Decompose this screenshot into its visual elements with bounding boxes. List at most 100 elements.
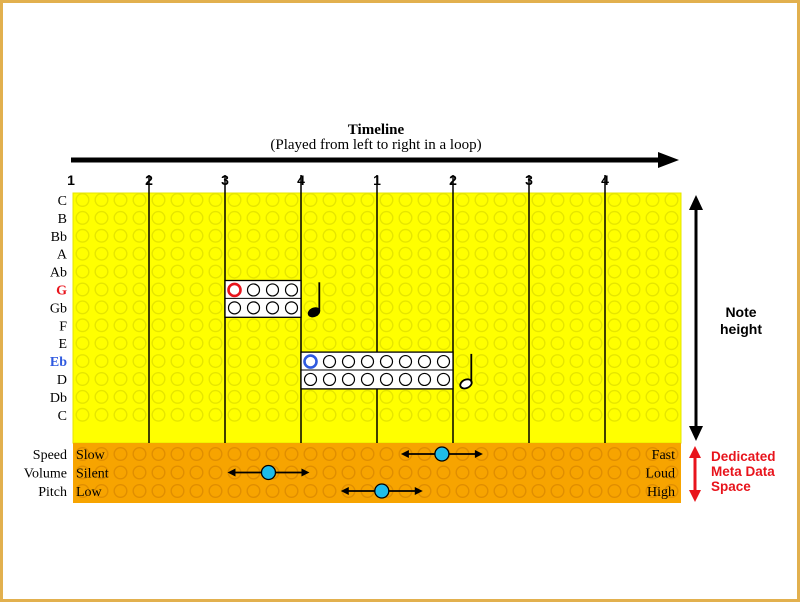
meta-slider[interactable] — [340, 483, 423, 499]
grid-stud — [113, 354, 128, 369]
note-stud — [322, 354, 337, 369]
grid-stud — [151, 192, 166, 207]
grid-stud — [132, 318, 147, 333]
note-name: G — [56, 284, 67, 299]
meta-name: Pitch — [38, 485, 67, 500]
meta-slider[interactable] — [227, 464, 310, 481]
timeline-title: Timeline — [348, 122, 405, 138]
grid-stud — [626, 192, 641, 207]
grid-stud — [94, 300, 109, 315]
slider-knob[interactable] — [434, 446, 450, 462]
grid-stud — [322, 336, 337, 351]
meta-stud — [246, 447, 261, 462]
grid-stud — [303, 282, 318, 297]
grid-stud — [645, 300, 660, 315]
meta-stud — [436, 484, 451, 499]
grid-stud — [132, 354, 147, 369]
grid-stud — [246, 336, 261, 351]
grid-stud — [398, 264, 413, 279]
grid-stud — [626, 264, 641, 279]
grid-stud — [588, 372, 603, 387]
grid-stud — [379, 407, 394, 422]
grid-stud — [265, 228, 280, 243]
grid-stud — [607, 192, 622, 207]
meta-stud — [341, 465, 356, 480]
grid-stud — [379, 192, 394, 207]
grid-stud — [645, 282, 660, 297]
grid-stud — [493, 282, 508, 297]
grid-stud — [151, 210, 166, 225]
grid-stud — [284, 210, 299, 225]
grid-stud — [626, 407, 641, 422]
grid-stud — [265, 318, 280, 333]
slider-knob[interactable] — [260, 464, 277, 481]
grid-stud — [303, 336, 318, 351]
grid-stud — [75, 228, 90, 243]
grid-stud — [189, 282, 204, 297]
grid-stud — [170, 282, 185, 297]
note-stud — [265, 283, 280, 297]
grid-stud — [227, 407, 242, 422]
grid-stud — [322, 300, 337, 315]
grid-stud — [664, 372, 679, 387]
grid-stud — [284, 228, 299, 243]
grid-stud — [113, 192, 128, 207]
grid-stud — [550, 264, 565, 279]
grid-stud — [189, 372, 204, 387]
grid-stud — [512, 354, 527, 369]
note-name: Ab — [50, 266, 67, 281]
note-stud — [227, 301, 242, 315]
meta-stud — [645, 447, 660, 462]
grid-stud — [531, 192, 546, 207]
grid-stud — [569, 228, 584, 243]
grid-stud — [303, 318, 318, 333]
grid-stud — [398, 336, 413, 351]
grid-stud — [246, 407, 261, 422]
note-stud — [284, 301, 299, 315]
grid-stud — [417, 300, 432, 315]
note-start-stud — [227, 282, 242, 298]
meta-stud — [303, 484, 318, 499]
slider-knob[interactable] — [374, 483, 390, 499]
grid-stud — [246, 372, 261, 387]
grid-stud — [626, 372, 641, 387]
grid-stud — [360, 228, 375, 243]
meta-stud — [113, 447, 128, 462]
note-height-label-2: height — [720, 321, 762, 337]
grid-stud — [227, 389, 242, 404]
grid-stud — [417, 389, 432, 404]
meta-stud — [132, 465, 147, 480]
grid-stud — [550, 407, 565, 422]
grid-stud — [474, 192, 489, 207]
grid-stud — [664, 389, 679, 404]
grid-stud — [189, 210, 204, 225]
meta-slider[interactable] — [400, 446, 483, 462]
grid-stud — [588, 389, 603, 404]
meta-stud — [550, 484, 565, 499]
grid-stud — [75, 389, 90, 404]
grid-stud — [208, 407, 223, 422]
grid-stud — [322, 192, 337, 207]
grid-stud — [341, 264, 356, 279]
meta-stud — [322, 484, 337, 499]
grid-stud — [132, 210, 147, 225]
grid-stud — [284, 389, 299, 404]
grid-stud — [360, 389, 375, 404]
grid-stud — [436, 389, 451, 404]
grid-stud — [569, 407, 584, 422]
grid-stud — [550, 372, 565, 387]
grid-stud — [303, 192, 318, 207]
grid-stud — [512, 336, 527, 351]
grid-stud — [132, 336, 147, 351]
grid-stud — [322, 389, 337, 404]
grid-stud — [474, 228, 489, 243]
grid-stud — [436, 228, 451, 243]
grid-stud — [170, 246, 185, 261]
grid-stud — [664, 318, 679, 333]
grid-stud — [607, 389, 622, 404]
meta-stud — [189, 484, 204, 499]
grid-stud — [379, 210, 394, 225]
grid-stud — [493, 246, 508, 261]
